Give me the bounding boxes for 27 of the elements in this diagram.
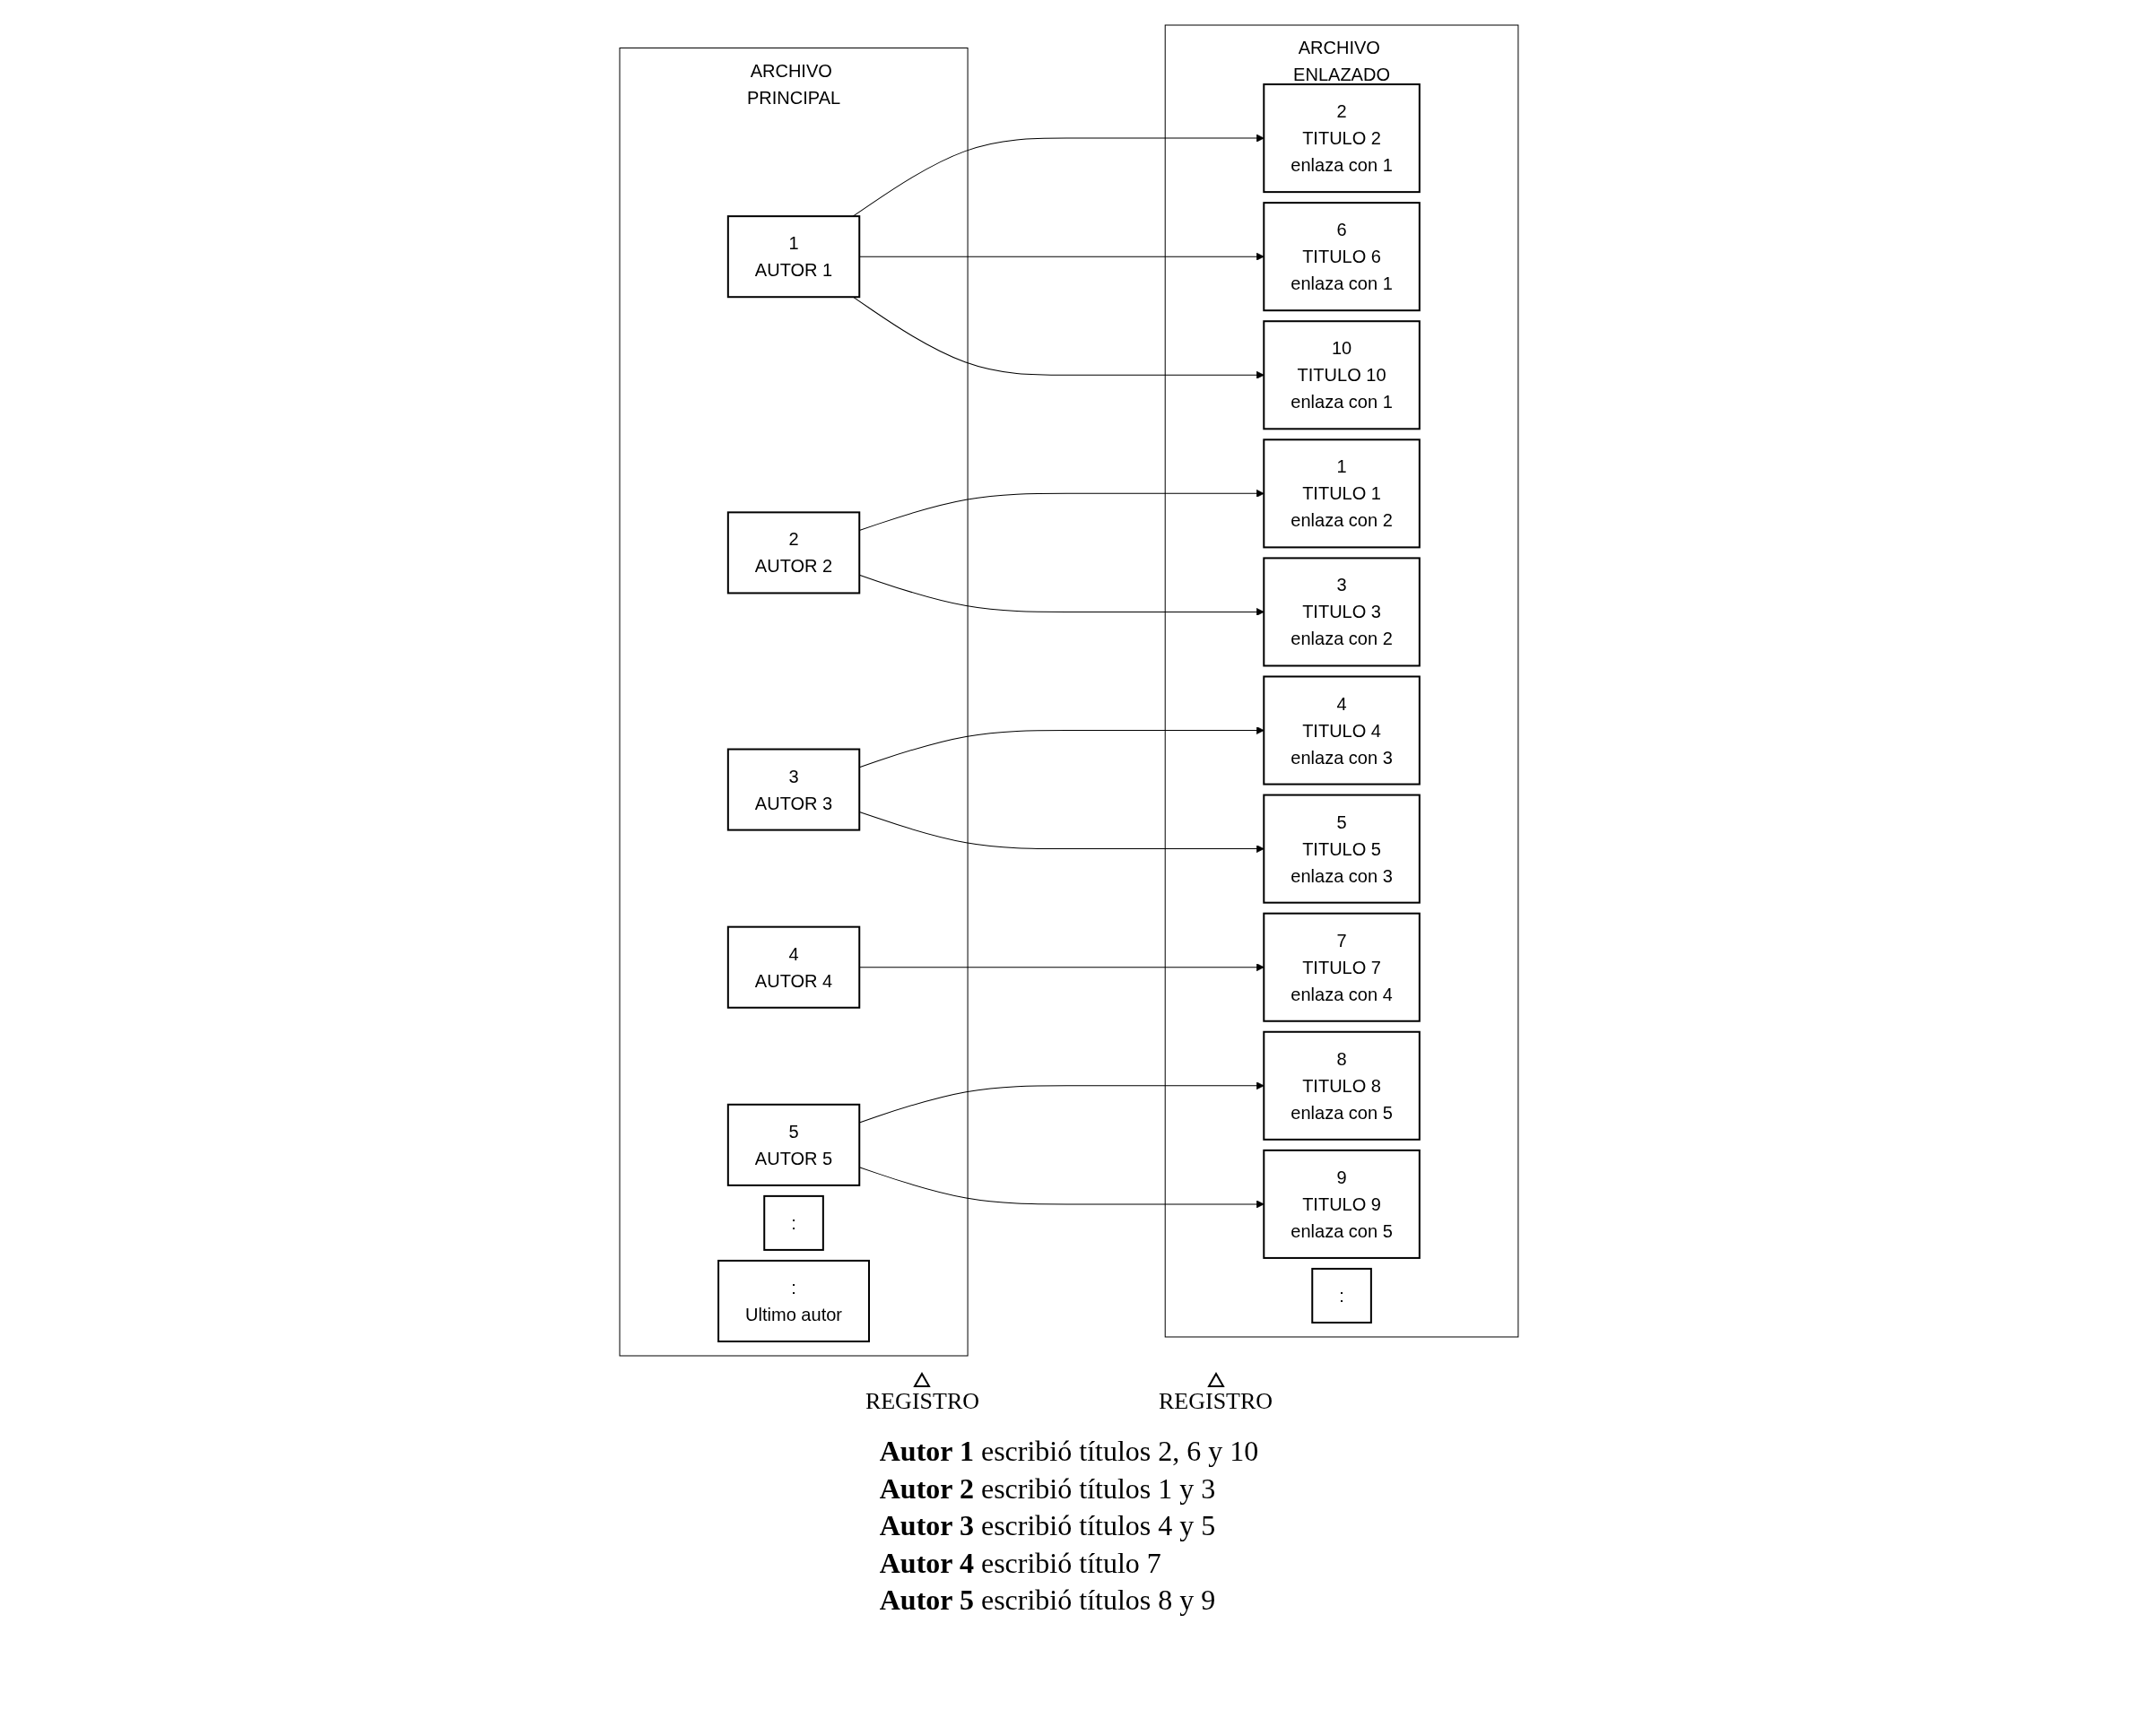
note-text: Autor 3 escribió títulos 4 y 5 <box>879 1508 1217 1544</box>
node-box: 8 TITULO 8 enlaza con 5 <box>1263 1030 1421 1141</box>
note-text: Autor 2 escribió títulos 1 y 3 <box>879 1471 1217 1506</box>
node-box: 6 TITULO 6 enlaza con 1 <box>1263 202 1421 312</box>
register-label: REGISTRO <box>865 1388 979 1415</box>
node-box: 1 TITULO 1 enlaza con 2 <box>1263 438 1421 549</box>
register-label: REGISTRO <box>1159 1388 1273 1415</box>
node-box: 3 TITULO 3 enlaza con 2 <box>1263 557 1421 667</box>
note-text: Autor 1 escribió títulos 2, 6 y 10 <box>879 1434 1259 1469</box>
node-box: : <box>1311 1267 1372 1324</box>
node-box: 2 TITULO 2 enlaza con 1 <box>1263 83 1421 194</box>
node-box: 9 TITULO 9 enlaza con 5 <box>1263 1149 1421 1259</box>
node-box: : Ultimo autor <box>717 1259 871 1342</box>
note-text: Autor 5 escribió títulos 8 y 9 <box>879 1583 1217 1619</box>
node-box: : <box>763 1194 824 1251</box>
node-box: 4 TITULO 4 enlaza con 3 <box>1263 675 1421 786</box>
arrow <box>852 134 1265 217</box>
note-text: Autor 4 escribió título 7 <box>879 1545 1162 1581</box>
node-box: 5 TITULO 5 enlaza con 3 <box>1263 794 1421 904</box>
node-box: 1 AUTOR 1 <box>726 215 861 299</box>
node-box: 5 AUTOR 5 <box>726 1103 861 1186</box>
node-box: 10 TITULO 10 enlaza con 1 <box>1263 320 1421 430</box>
node-box: 3 AUTOR 3 <box>726 748 861 831</box>
node-box: 7 TITULO 7 enlaza con 4 <box>1263 912 1421 1022</box>
arrow <box>852 296 1265 379</box>
node-box: 2 AUTOR 2 <box>726 511 861 595</box>
node-box: 4 AUTOR 4 <box>726 925 861 1009</box>
